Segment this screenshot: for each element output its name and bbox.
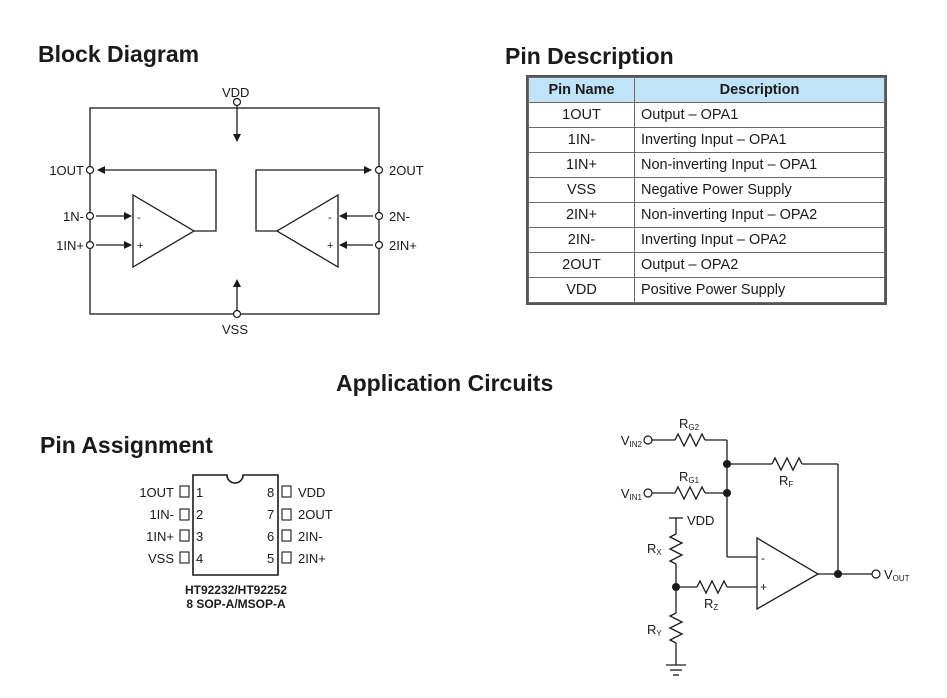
table-row: 1IN-Inverting Input – OPA1 <box>528 127 885 153</box>
resistor-rg1 <box>674 485 706 501</box>
application-circuit-schematic: VIN2 VIN1 RG2 RG1 RF VDD RX RZ RY VOUT -… <box>621 416 910 676</box>
pkg-pin-7-name: 2OUT <box>298 507 333 522</box>
cell-description: Positive Power Supply <box>634 277 885 303</box>
resistor-ry <box>668 612 684 644</box>
vdd-label: VDD <box>222 85 249 100</box>
vdd-supply-label: VDD <box>687 513 714 528</box>
vin2-label: VIN2 <box>621 433 643 449</box>
cell-description: Non-inverting Input – OPA1 <box>634 152 885 178</box>
app-opamp-plus: + <box>760 580 767 594</box>
cell-description: Inverting Input – OPA2 <box>634 227 885 253</box>
cell-pin-name: 1IN- <box>528 127 635 153</box>
pin-assignment-title: Pin Assignment <box>40 432 213 458</box>
app-opamp-minus: - <box>761 551 765 565</box>
pkg-pin-1-num: 1 <box>196 485 203 500</box>
table-row: 1IN+Non-inverting Input – OPA1 <box>528 152 885 178</box>
pkg-pin-8-num: 8 <box>267 485 274 500</box>
table-header-row: Pin Name Description <box>528 77 885 103</box>
opamp-2-symbol <box>275 193 339 269</box>
resistor-rg2 <box>674 432 706 448</box>
cell-description: Output – OPA1 <box>634 102 885 128</box>
resistor-rf <box>771 456 803 472</box>
pin-2out-label: 2OUT <box>389 163 424 178</box>
pkg-pin-2-name: 1IN- <box>149 507 174 522</box>
pkg-pin-2-num: 2 <box>196 507 203 522</box>
pin-1inp-label: 1IN+ <box>56 238 84 253</box>
resistor-rx <box>668 533 684 565</box>
resistor-rz <box>696 579 728 595</box>
ry-label: RY <box>647 622 662 638</box>
pin-assignment-diagram: 1OUT 1IN- 1IN+ VSS 1 2 3 4 8 7 6 5 VDD 2… <box>139 474 333 611</box>
part-number-label: HT92232/HT92252 <box>185 583 287 597</box>
rg1-label: RG1 <box>679 469 700 485</box>
table-row: 2IN+Non-inverting Input – OPA2 <box>528 202 885 228</box>
rg2-label: RG2 <box>679 416 700 432</box>
block-diagram-title: Block Diagram <box>38 41 200 67</box>
cell-description: Non-inverting Input – OPA2 <box>634 202 885 228</box>
pkg-pin-4-name: VSS <box>148 551 174 566</box>
cell-pin-name: VSS <box>528 177 635 203</box>
opamp-1-symbol <box>132 193 196 269</box>
cell-pin-name: 2IN+ <box>528 202 635 228</box>
cell-pin-name: 1IN+ <box>528 152 635 178</box>
rz-label: RZ <box>704 596 718 612</box>
pkg-pin-3-name: 1IN+ <box>146 529 174 544</box>
opamp-1-minus: - <box>137 212 141 224</box>
vout-terminal <box>871 569 881 579</box>
pkg-pin-6-name: 2IN- <box>298 529 323 544</box>
pkg-pin-7-num: 7 <box>267 507 274 522</box>
header-description: Description <box>634 77 885 103</box>
cell-pin-name: 1OUT <box>528 102 635 128</box>
pkg-pin-4-num: 4 <box>196 551 203 566</box>
opamp-1-plus: + <box>137 240 143 252</box>
pkg-pin-1-name: 1OUT <box>139 485 174 500</box>
vss-label: VSS <box>222 322 248 337</box>
vin1-label: VIN1 <box>621 486 643 502</box>
pin-2inp-label: 2IN+ <box>389 238 417 253</box>
pin-1n-label: 1N- <box>63 209 84 224</box>
cell-pin-name: 2OUT <box>528 252 635 278</box>
pkg-pin-8-name: VDD <box>298 485 325 500</box>
vss-pin-node <box>232 309 242 319</box>
application-circuits-title: Application Circuits <box>336 370 554 396</box>
vin1-terminal <box>643 488 653 498</box>
pkg-pin-3-num: 3 <box>196 529 203 544</box>
cell-description: Negative Power Supply <box>634 177 885 203</box>
vin2-terminal <box>643 435 653 445</box>
opamp-2-minus: - <box>328 212 332 224</box>
opamp-2-plus: + <box>327 240 333 252</box>
vdd-pin-node <box>232 97 242 107</box>
pin-description-title: Pin Description <box>505 43 674 69</box>
cell-pin-name: VDD <box>528 277 635 303</box>
vout-label: VOUT <box>884 567 910 583</box>
table-row: 2IN-Inverting Input – OPA2 <box>528 227 885 253</box>
cell-description: Inverting Input – OPA1 <box>634 127 885 153</box>
pin-2n-label: 2N- <box>389 209 410 224</box>
package-label: 8 SOP-A/MSOP-A <box>186 597 286 611</box>
rx-label: RX <box>647 541 662 557</box>
application-opamp-symbol <box>756 536 820 611</box>
cell-pin-name: 2IN- <box>528 227 635 253</box>
chip-package-outline <box>192 474 279 576</box>
header-pin-name: Pin Name <box>528 77 635 103</box>
pkg-pin-5-name: 2IN+ <box>298 551 326 566</box>
pin-1out-label: 1OUT <box>49 163 84 178</box>
cell-description: Output – OPA2 <box>634 252 885 278</box>
pkg-pin-6-num: 6 <box>267 529 274 544</box>
pkg-pin-5-num: 5 <box>267 551 274 566</box>
rf-label: RF <box>779 473 793 489</box>
